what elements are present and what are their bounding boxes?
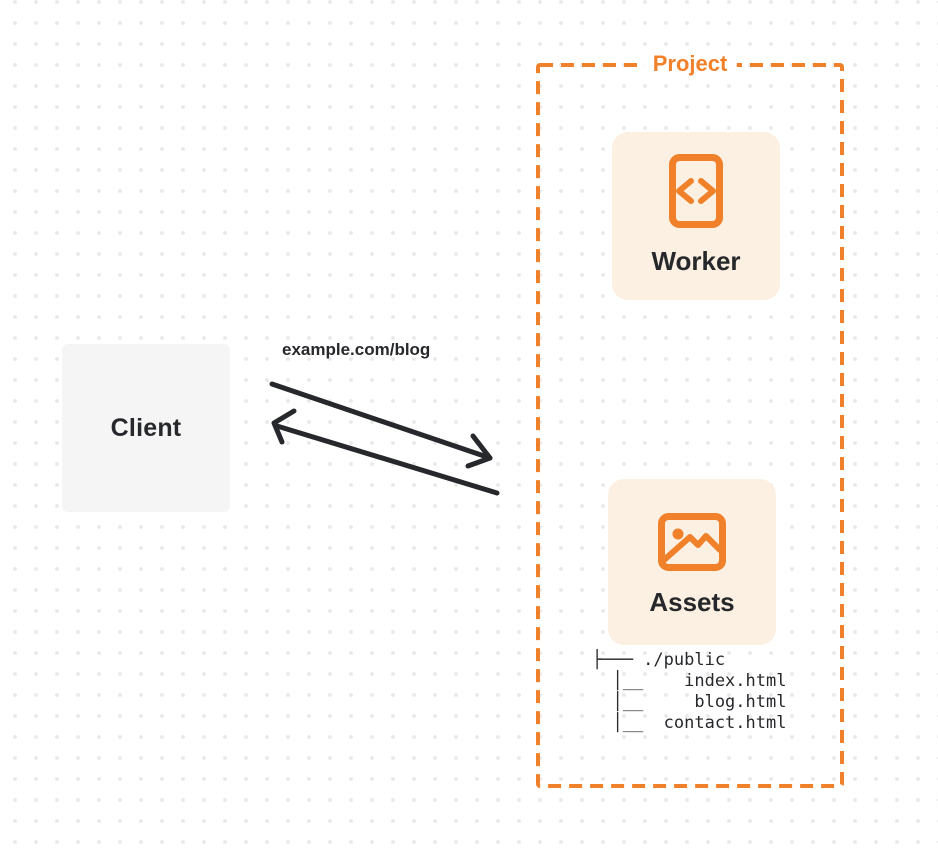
client-node: Client xyxy=(62,344,230,512)
project-label: Project xyxy=(643,51,737,77)
tree-line-index: │__ index.html xyxy=(592,671,787,691)
project-boundary: Project Worker Assets ├─── ./public │__ … xyxy=(536,51,844,788)
response-arrow xyxy=(271,408,500,496)
request-arrow xyxy=(269,381,493,469)
request-response-arrows xyxy=(269,381,500,496)
tree-line-public: ├─── ./public xyxy=(592,650,726,670)
tree-line-contact: │__ contact.html xyxy=(592,713,787,733)
code-file-icon xyxy=(669,154,723,228)
worker-node: Worker xyxy=(612,132,780,300)
assets-node: Assets xyxy=(608,479,776,645)
tree-line-blog: │__ blog.html xyxy=(592,692,787,712)
request-url-label: example.com/blog xyxy=(282,340,431,359)
worker-label: Worker xyxy=(651,246,741,276)
assets-file-tree: ├─── ./public │__ index.html │__ blog.ht… xyxy=(592,650,786,734)
assets-label: Assets xyxy=(649,587,735,617)
image-icon xyxy=(658,513,726,571)
client-label: Client xyxy=(110,413,182,442)
